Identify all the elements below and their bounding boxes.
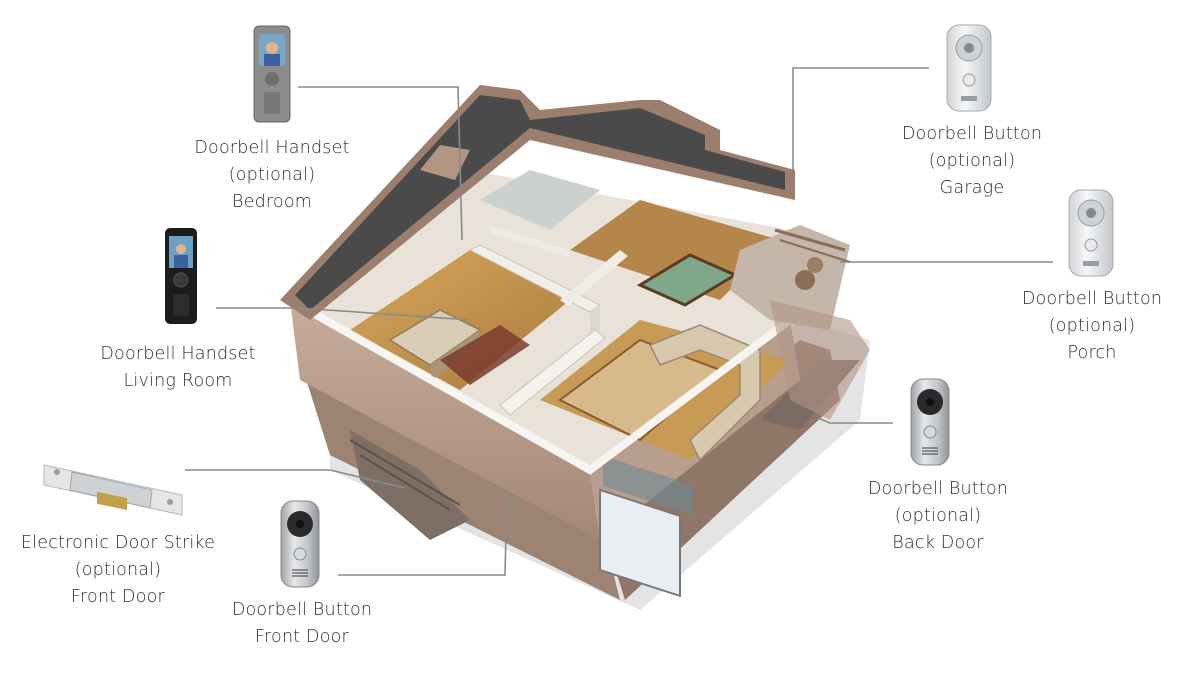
label-line: (optional) (894, 506, 982, 526)
interior-wall-5 (490, 225, 570, 258)
label-button-front: Doorbell Button Front Door (202, 597, 402, 651)
doorbell-camera-button-icon (1068, 189, 1114, 277)
label-line: Living Room (123, 371, 233, 391)
label-line: Doorbell Button (901, 124, 1043, 144)
label-door-strike: Electronic Door Strike (optional) Front … (8, 530, 228, 611)
label-line: Doorbell Button (867, 479, 1009, 499)
label-line: (optional) (928, 151, 1016, 171)
label-line: Bedroom (231, 192, 312, 212)
label-line: Doorbell Button (231, 600, 373, 620)
label-handset-living: Doorbell Handset Living Room (78, 341, 278, 395)
leader-button-garage (792, 67, 929, 170)
wireless-handset-icon (165, 228, 197, 324)
leader-lines (185, 67, 1053, 576)
doorbell-camera-button-icon (280, 500, 320, 588)
label-line: (optional) (228, 165, 316, 185)
label-line: Front Door (71, 587, 165, 607)
label-button-porch: Doorbell Button (optional) Porch (992, 286, 1192, 367)
roof (295, 95, 785, 310)
label-line: Doorbell Button (1021, 289, 1163, 309)
label-button-garage: Doorbell Button (optional) Garage (872, 121, 1072, 202)
label-line: (optional) (74, 560, 162, 580)
leader-button-front (338, 489, 508, 576)
porch-deck (730, 225, 850, 330)
leader-handset-living (216, 307, 471, 321)
front-window (599, 488, 681, 598)
doorbell-camera-button-icon (910, 378, 950, 466)
interior-wall-4 (560, 250, 628, 306)
label-line: Back Door (892, 533, 984, 553)
outer-wall-left (290, 300, 600, 540)
bathroom-floor (480, 170, 600, 230)
leader-button-back (817, 417, 893, 424)
interior-wall-2 (590, 305, 600, 338)
label-button-back: Doorbell Button (optional) Back Door (838, 476, 1038, 557)
label-line: (optional) (1048, 316, 1136, 336)
interior-wall-3 (499, 329, 606, 416)
label-line: Garage (939, 178, 1005, 198)
doorbell-camera-button-icon (946, 24, 992, 112)
label-line: Doorbell Handset (100, 344, 256, 364)
label-handset-bedroom: Doorbell Handset (optional) Bedroom (172, 135, 372, 216)
leader-door-strike (185, 469, 406, 489)
label-line: Doorbell Handset (194, 138, 350, 158)
label-line: Front Door (255, 627, 349, 647)
door-strike-icon (43, 464, 183, 516)
label-line: Electronic Door Strike (20, 533, 216, 553)
wireless-handset-icon (253, 25, 291, 123)
leader-handset-bedroom (298, 86, 463, 241)
label-line: Porch (1067, 343, 1117, 363)
